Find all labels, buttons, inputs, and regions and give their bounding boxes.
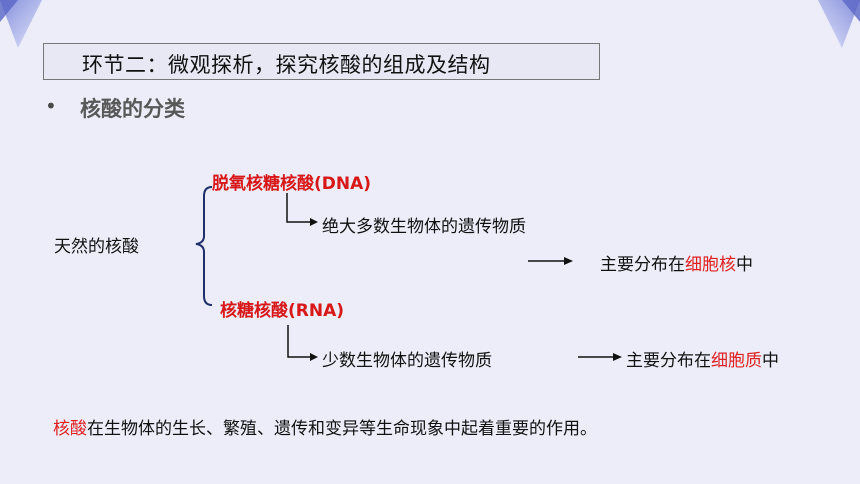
- dna-distribution-suffix: 中: [736, 255, 753, 275]
- rna-role: 少数生物体的遗传物质: [322, 351, 492, 371]
- dna-role-arrowhead: [310, 218, 318, 226]
- dna-role-connector: [286, 193, 310, 223]
- dna-distribution: 主要分布在细胞核中: [600, 250, 753, 275]
- rna-distribution-location: 细胞质: [711, 351, 762, 371]
- slide-title: 环节二：微观探析，探究核酸的组成及结构: [82, 53, 491, 77]
- dna-distribution-prefix: 主要分布在: [600, 255, 685, 275]
- section-heading: 核酸的分类: [80, 97, 185, 121]
- rna-role-arrowhead: [310, 353, 318, 361]
- decorative-corner-right: [818, 0, 860, 48]
- summary-text: 在生物体的生长、繁殖、遗传和变异等生命现象中起着重要的作用。: [87, 419, 597, 439]
- dna-role: 绝大多数生物体的遗传物质: [322, 217, 526, 237]
- dna-label: 脱氧核糖核酸(DNA): [212, 174, 372, 194]
- summary-highlight: 核酸: [53, 419, 87, 439]
- title-box: 环节二：微观探析，探究核酸的组成及结构: [43, 43, 600, 80]
- summary-sentence: 核酸在生物体的生长、繁殖、遗传和变异等生命现象中起着重要的作用。: [53, 414, 597, 439]
- root-node-natural-nucleic-acid: 天然的核酸: [54, 237, 139, 257]
- rna-label: 核糖核酸(RNA): [220, 301, 345, 321]
- decorative-corner-left: [0, 0, 42, 48]
- rna-role-connector: [287, 325, 310, 358]
- rna-distribution-suffix: 中: [762, 351, 779, 371]
- rna-distribution: 主要分布在细胞质中: [626, 346, 779, 371]
- dna-distribution-location: 细胞核: [685, 255, 736, 275]
- rna-distribution-prefix: 主要分布在: [626, 351, 711, 371]
- bullet-marker: •: [45, 94, 57, 118]
- bracket-line: [195, 186, 213, 306]
